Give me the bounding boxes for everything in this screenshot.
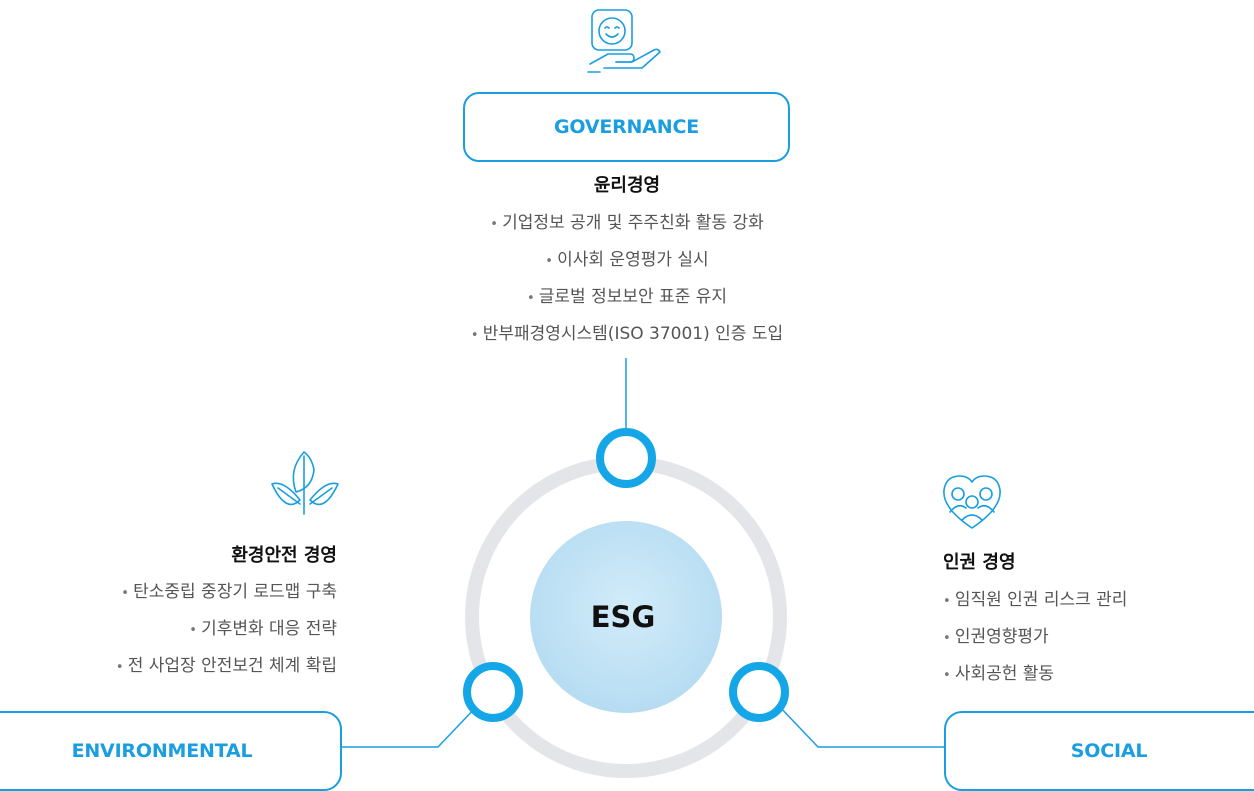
- list-item: 탄소중립 중장기 로드맵 구축: [116, 574, 337, 611]
- social-item-list: 임직원 인권 리스크 관리 인권영향평가 사회공헌 활동: [943, 582, 1128, 693]
- list-item: 기후변화 대응 전략: [116, 611, 337, 648]
- social-pill: SOCIAL: [944, 711, 1254, 791]
- social-node: [729, 662, 789, 722]
- governance-pill: GOVERNANCE: [463, 92, 790, 162]
- list-item: 전 사업장 안전보건 체계 확립: [116, 648, 337, 685]
- social-pill-label: SOCIAL: [1070, 740, 1148, 762]
- esg-center-label: ESG: [590, 600, 656, 634]
- list-item: 글로벌 정보보안 표준 유지: [0, 279, 1254, 316]
- list-item: 이사회 운영평가 실시: [0, 242, 1254, 279]
- governance-item-list: 기업정보 공개 및 주주친화 활동 강화 이사회 운영평가 실시 글로벌 정보보…: [0, 205, 1254, 353]
- environmental-pill: ENVIRONMENTAL: [0, 711, 342, 791]
- list-item: 반부패경영시스템(ISO 37001) 인증 도입: [0, 316, 1254, 353]
- environmental-item-list: 탄소중립 중장기 로드맵 구축 기후변화 대응 전략 전 사업장 안전보건 체계…: [116, 574, 337, 685]
- list-item: 인권영향평가: [943, 619, 1127, 656]
- environmental-node: [463, 662, 523, 722]
- leaf-sprout-icon: [271, 451, 339, 515]
- list-item: 사회공헌 활동: [943, 656, 1127, 693]
- social-connector: [777, 704, 944, 748]
- social-heading: 인권 경영: [943, 552, 1016, 573]
- governance-heading: 윤리경영: [593, 175, 661, 196]
- governance-pill-label: GOVERNANCE: [554, 116, 699, 138]
- hand-holding-smile-icon: [587, 9, 661, 73]
- center-circle: [530, 521, 722, 713]
- governance-node: [596, 428, 656, 488]
- environmental-connector: [342, 704, 479, 748]
- list-item: 임직원 인권 리스크 관리: [943, 582, 1128, 619]
- environmental-pill-label: ENVIRONMENTAL: [71, 740, 253, 762]
- environmental-heading: 환경안전 경영: [231, 545, 337, 566]
- list-item: 기업정보 공개 및 주주친화 활동 강화: [0, 205, 1254, 242]
- heart-people-icon: [943, 475, 1001, 529]
